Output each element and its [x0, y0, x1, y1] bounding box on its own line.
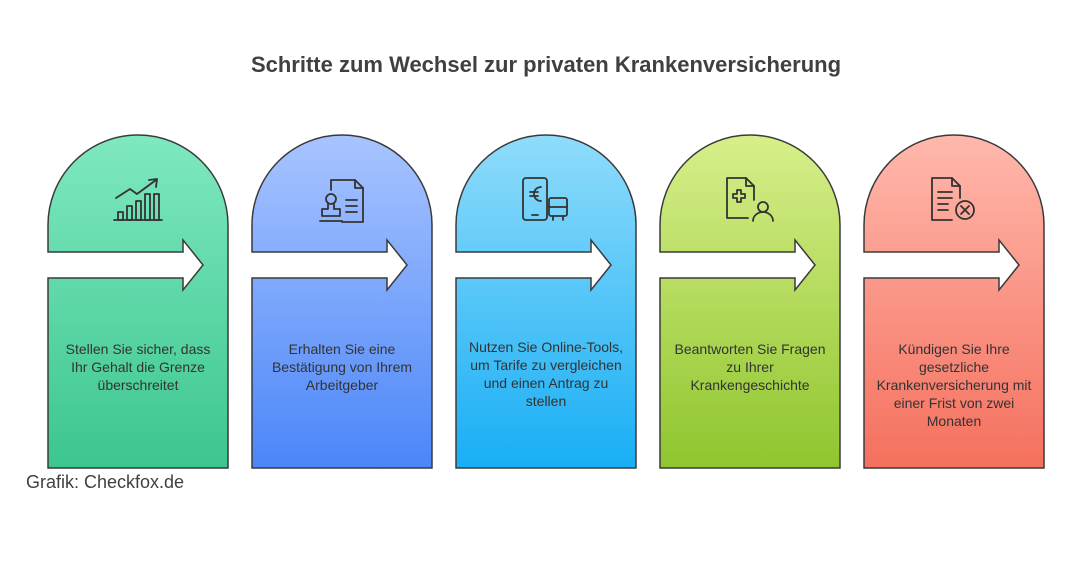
source-credit: Grafik: Checkfox.de	[26, 472, 185, 492]
step-2-text: Erhalten Sie eine Bestätigung von Ihrem …	[271, 341, 413, 393]
step-3-text: Nutzen Sie Online-Tools, um Tarife zu ve…	[468, 339, 624, 409]
step-card-4	[659, 134, 841, 469]
step-5-text: Kündigen Sie Ihre gesetzliche Krankenver…	[876, 341, 1032, 429]
step-card-5	[863, 134, 1045, 469]
step-card-2	[251, 134, 433, 469]
step-card-1	[47, 134, 229, 469]
step-4-text: Beantworten Sie Fragen zu Ihrer Krankeng…	[674, 341, 826, 393]
document-cancel-icon	[931, 177, 975, 221]
step-card-3	[455, 134, 637, 469]
medical-record-icon	[726, 177, 774, 222]
phone-euro-icon	[522, 177, 568, 221]
document-stamp-icon	[319, 179, 364, 223]
step-1-text: Stellen Sie sicher, dass Ihr Gehalt die …	[65, 341, 211, 393]
chart-growth-icon	[113, 178, 163, 221]
page-title: Schritte zum Wechsel zur privaten Kranke…	[250, 52, 842, 77]
